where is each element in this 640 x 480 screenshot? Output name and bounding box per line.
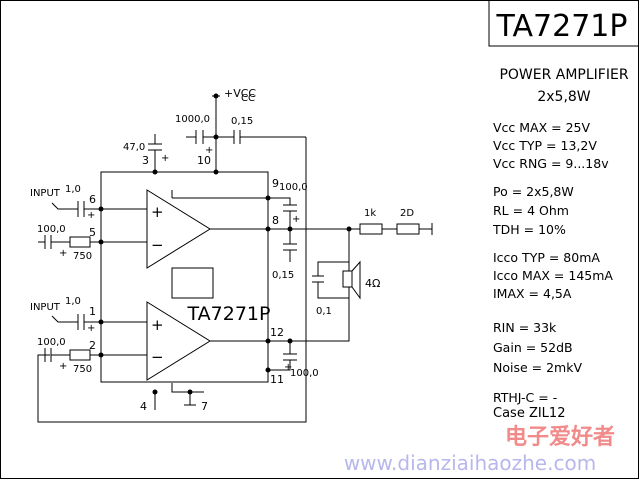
res-1k: 1k — [364, 208, 376, 219]
spec-rl: RL = 4 Ohm — [493, 203, 569, 218]
chip-title: TA7271P — [496, 9, 628, 44]
pin-10: 10 — [197, 154, 211, 167]
circuit: + − + − TA7271P 6 5 1 2 3 10 9 — [30, 87, 433, 423]
svg-text:+: + — [284, 362, 292, 373]
subtitle-line2: 2x5,8W — [537, 89, 590, 105]
watermark-url: www.dianziaihaozhe.com — [344, 451, 596, 475]
opamp-lower-plus: + — [151, 316, 164, 334]
pin-8: 8 — [272, 214, 279, 227]
spec-list: Vcc MAX = 25V Vcc TYP = 13,2V Vcc RNG = … — [492, 120, 613, 421]
subtitle-line1: POWER AMPLIFIER — [499, 67, 628, 83]
bias-block — [171, 267, 214, 299]
speaker-ohm: 4Ω — [365, 277, 380, 290]
svg-text:+: + — [59, 361, 67, 372]
cap-1000: 1000,0 — [175, 114, 210, 125]
res-fb1: 750 — [73, 251, 92, 262]
chip-label: TA7271P — [187, 303, 271, 325]
opamp-upper-minus: − — [151, 236, 164, 254]
cap-015-top: 0,15 — [231, 116, 253, 127]
spec-icco-typ: Icco TYP = 80mA — [493, 250, 600, 265]
pin-4: 4 — [140, 400, 147, 413]
pin-6: 6 — [89, 193, 96, 206]
spec-vcc-rng: Vcc RNG = 9...18v — [493, 156, 609, 171]
cap-in1: 1,0 — [65, 184, 81, 195]
pin-11: 11 — [270, 373, 284, 386]
spec-rthj: RTHJ-C = - — [493, 390, 557, 405]
watermark-cn: 电子爱好者 — [505, 424, 615, 450]
spec-vcc-typ: Vcc TYP = 13,2V — [493, 138, 597, 153]
res-2d: 2D — [400, 208, 414, 219]
svg-text:+: + — [59, 248, 67, 259]
opamp-upper — [146, 189, 211, 269]
title-box — [488, 0, 639, 47]
opamp-lower-minus: − — [151, 348, 164, 366]
spec-case: Case ZIL12 — [493, 406, 565, 421]
cap-47: 47,0 — [123, 142, 145, 153]
spec-noise: Noise = 2mkV — [493, 360, 582, 375]
input-label-2: INPUT — [30, 302, 61, 313]
spec-icco-max: Icco MAX = 145mA — [493, 268, 613, 283]
cap-100-boot1: 100,0 — [279, 182, 308, 193]
spec-po: Po = 2x5,8W — [493, 184, 574, 199]
vcc-label: +VCC — [224, 87, 256, 100]
res-fb2: 750 — [73, 364, 92, 375]
pin-5: 5 — [89, 226, 96, 239]
svg-text:+: + — [87, 210, 95, 221]
cap-fb1: 100,0 — [37, 224, 66, 235]
input-label-1: INPUT — [30, 188, 61, 199]
svg-text:+: + — [205, 145, 213, 156]
opamp-upper-plus: + — [151, 203, 164, 221]
spec-vcc-max: Vcc MAX = 25V — [493, 120, 590, 135]
cap-fb2: 100,0 — [37, 337, 66, 348]
pin-2: 2 — [89, 339, 96, 352]
svg-text:+: + — [161, 153, 169, 164]
pin-1: 1 — [89, 305, 96, 318]
ic-outline — [100, 171, 269, 383]
opamp-lower — [146, 301, 211, 381]
pin-9: 9 — [272, 177, 279, 190]
pin-7: 7 — [201, 400, 208, 413]
cap-015-zobel: 0,15 — [272, 270, 294, 281]
svg-text:+: + — [87, 323, 95, 334]
cap-01: 0,1 — [316, 306, 332, 317]
spec-imax: IMAX = 4,5A — [493, 286, 572, 301]
spec-rin: RIN = 33k — [493, 320, 557, 335]
svg-text:+: + — [292, 214, 300, 225]
speaker-icon — [342, 270, 353, 288]
spec-tdh: TDH = 10% — [492, 222, 566, 237]
svg-text:CC: CC — [241, 93, 255, 104]
spec-gain: Gain = 52dB — [493, 340, 573, 355]
cap-in2: 1,0 — [65, 296, 81, 307]
pin-12: 12 — [270, 326, 284, 339]
cap-100-boot2: 100,0 — [290, 368, 319, 379]
pin-3: 3 — [142, 154, 149, 167]
